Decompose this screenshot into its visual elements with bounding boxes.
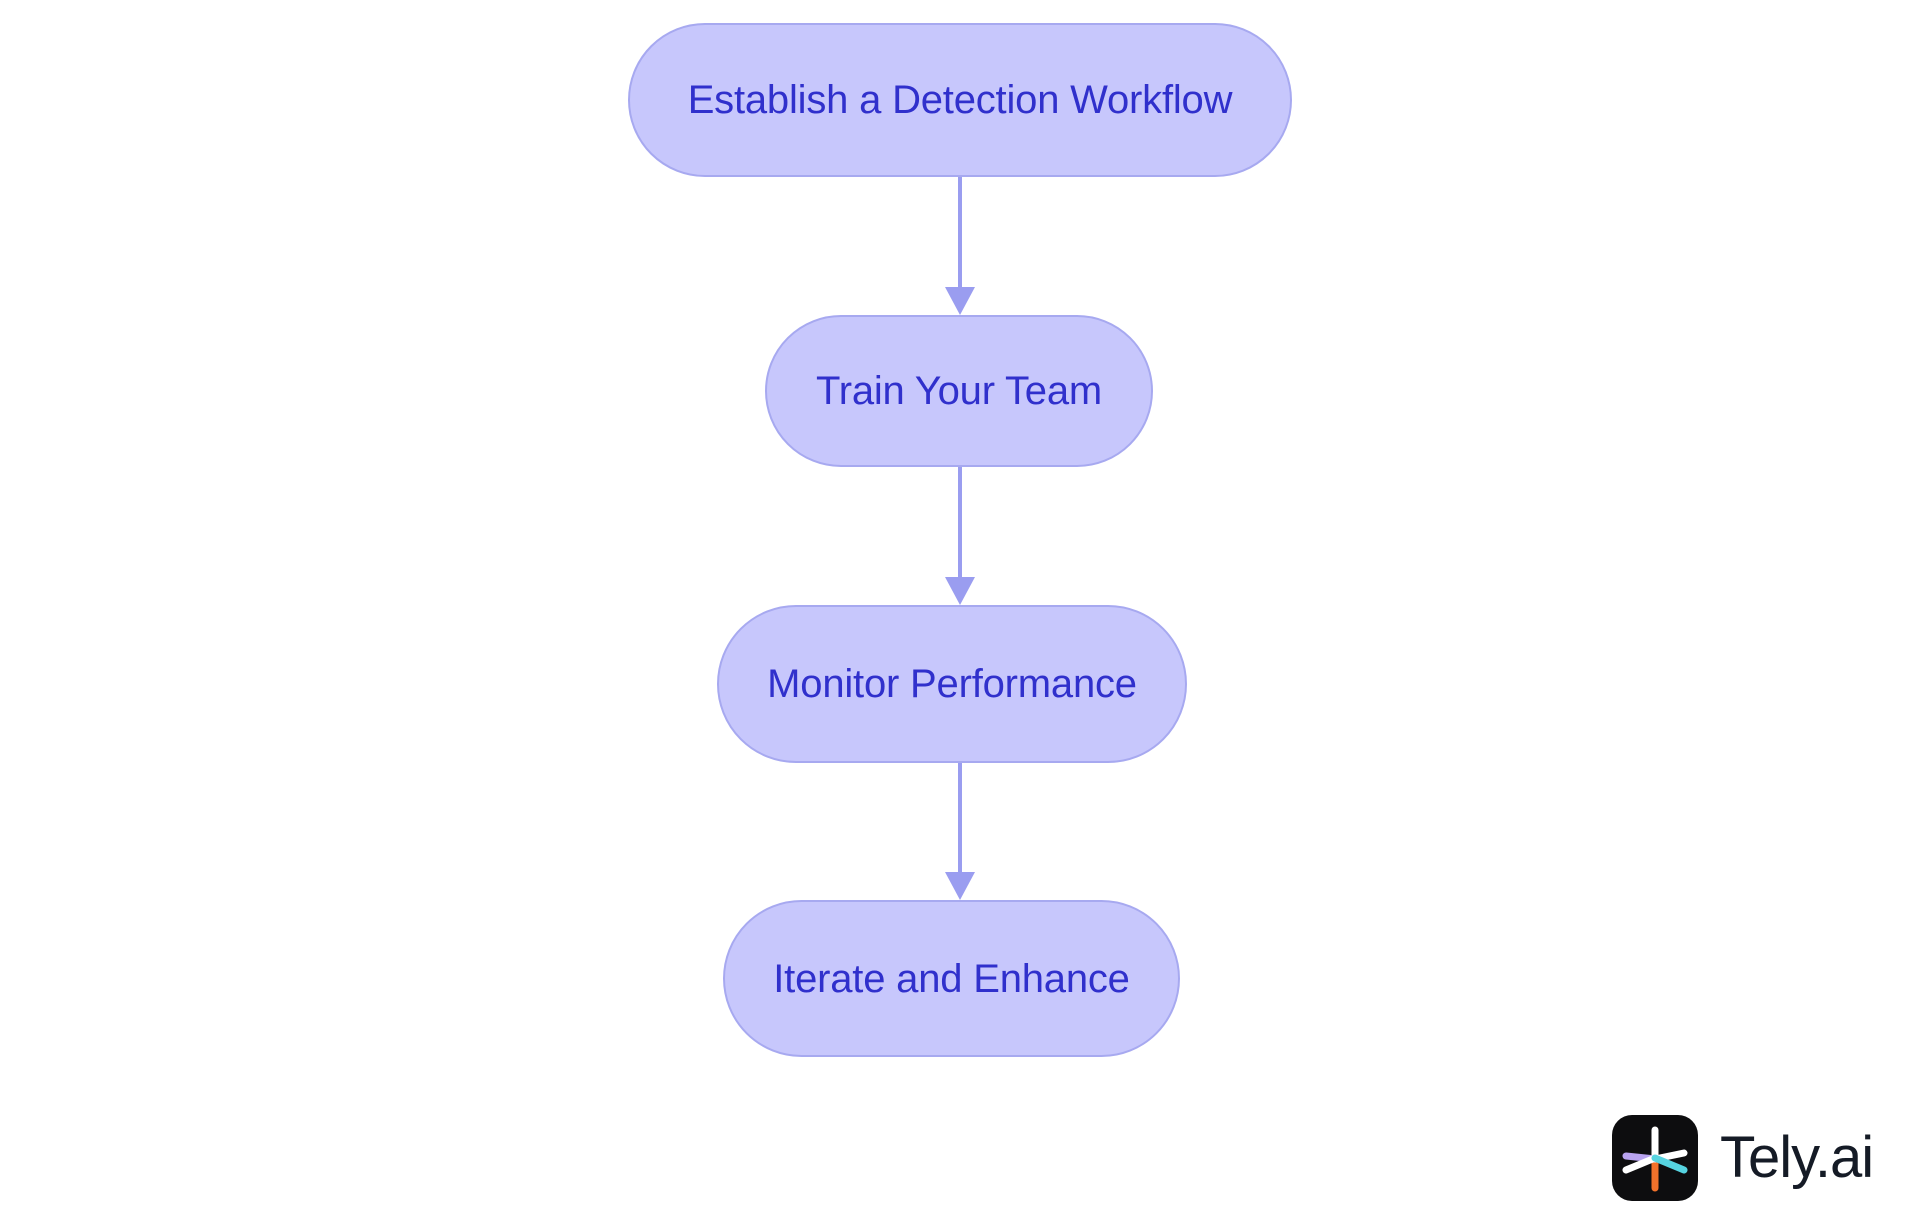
brand-logo: Tely.ai xyxy=(1612,1114,1874,1202)
tely-starburst-icon xyxy=(1612,1115,1698,1201)
arrow-head-icon xyxy=(945,577,975,605)
flow-node-establish-workflow[interactable]: Establish a Detection Workflow xyxy=(628,23,1292,177)
flow-node-iterate-enhance[interactable]: Iterate and Enhance xyxy=(723,900,1180,1057)
arrow-shaft xyxy=(958,177,962,287)
flow-node-label: Iterate and Enhance xyxy=(773,956,1130,1001)
flow-node-label: Train Your Team xyxy=(815,369,1103,413)
flow-node-label: Monitor Performance xyxy=(767,662,1137,706)
arrow-shaft xyxy=(958,467,962,577)
arrow-shaft xyxy=(958,763,962,872)
arrow-head-icon xyxy=(945,872,975,900)
flow-node-label: Establish a Detection Workflow xyxy=(687,78,1233,122)
flow-arrow-train-to-monitor xyxy=(945,467,975,605)
flow-arrow-establish-to-train xyxy=(945,177,975,315)
flow-node-monitor-performance[interactable]: Monitor Performance xyxy=(717,605,1187,763)
flow-node-train-team[interactable]: Train Your Team xyxy=(765,315,1153,467)
flow-arrow-monitor-to-iterate xyxy=(945,763,975,900)
brand-wordmark: Tely.ai xyxy=(1720,1125,1874,1190)
arrow-head-icon xyxy=(945,287,975,315)
